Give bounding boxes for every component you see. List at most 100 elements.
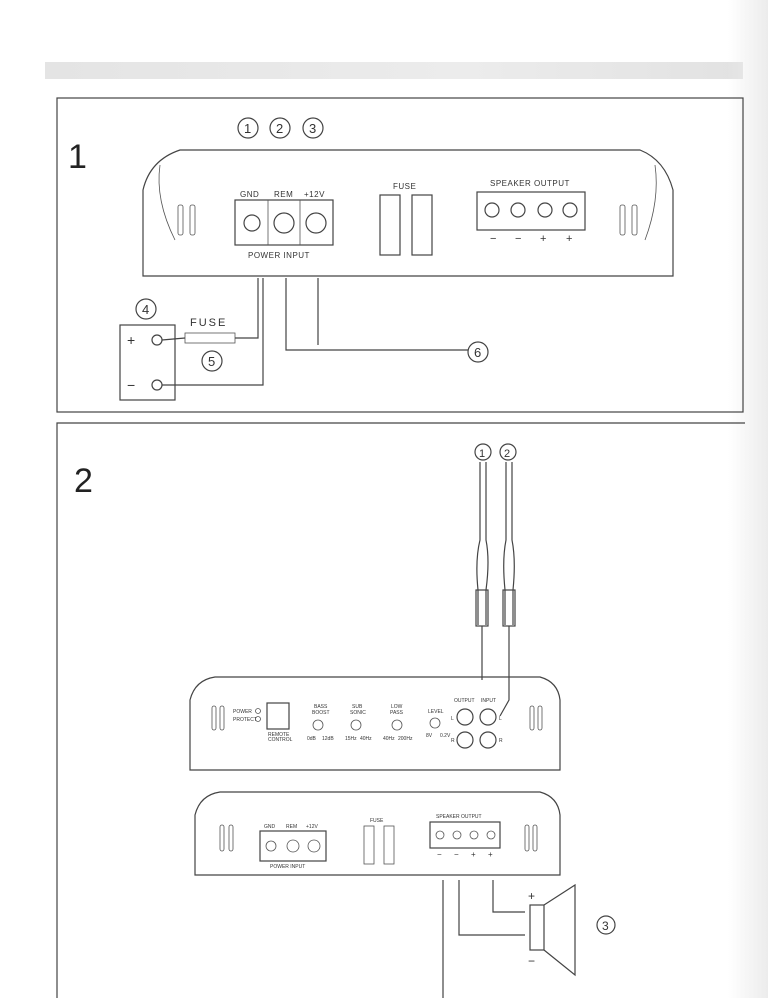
diagram-label: INPUT: [481, 698, 496, 704]
diagram-label: OUTPUT: [454, 698, 475, 704]
diagram-line: [151, 379, 163, 391]
diagram-line: [524, 824, 530, 852]
panel-1-frame: [56, 97, 744, 413]
diagram-label: REM: [274, 190, 293, 199]
diagram-line: [429, 821, 501, 849]
diagram-label: R: [499, 738, 503, 744]
diagram-label: 2: [276, 121, 283, 136]
diagram-label: −: [437, 850, 442, 859]
diagram-line: [479, 708, 497, 726]
diagram-line: [486, 830, 496, 840]
diagram-line: [510, 202, 526, 218]
amplifier-2: GND REM +12V POWER INPUT FUSE SPEAKER OU…: [194, 791, 561, 876]
diagram-line: [269, 117, 291, 139]
diagram-label: 1: [244, 121, 251, 136]
diagram-line: [211, 705, 217, 731]
step-number: 1: [68, 138, 87, 176]
diagram-label: −: [127, 377, 135, 393]
diagram-label: +: [471, 850, 476, 859]
diagram-label: BOOST: [312, 710, 330, 716]
diagram-line: [543, 883, 576, 977]
diagram-line: [474, 443, 492, 461]
diagram-label: FUSE: [393, 182, 416, 191]
diagram-line: [158, 164, 176, 241]
diagram-line: [537, 202, 553, 218]
diagram-label: GND: [240, 190, 259, 199]
diagram-line: [189, 204, 196, 236]
diagram-line: [273, 212, 295, 234]
diagram-label: +12V: [306, 824, 318, 830]
diagram-label: −: [528, 954, 535, 968]
diagram-line: [644, 164, 657, 241]
fuse-holder: [379, 194, 401, 256]
diagram-line: [383, 825, 395, 865]
diagram-label: 6: [474, 345, 481, 360]
diagram-line: [219, 824, 225, 852]
power-input-block: [234, 199, 334, 246]
diagram-line: [469, 830, 479, 840]
diagram-line: [529, 904, 545, 951]
diagram-line: [529, 705, 535, 731]
diagram-line: [631, 204, 638, 236]
diagram-line: [265, 840, 277, 852]
diagram-line: [305, 212, 327, 234]
diagram-line: [456, 708, 474, 726]
diagram-line: [596, 915, 616, 935]
diagram-label: PASS: [390, 710, 404, 716]
diagram-line: [476, 462, 489, 625]
diagram-line: [537, 705, 543, 731]
speaker: + − 3: [442, 880, 616, 998]
diagram-line: [411, 194, 433, 256]
diagram-line: [484, 202, 500, 218]
diagram-label: GND: [264, 824, 276, 830]
diagram-label: PROTECT: [233, 717, 257, 723]
diagram-label: +: [127, 332, 135, 348]
diagram-line: [255, 716, 261, 722]
diagram-line: [151, 334, 163, 346]
remote-control-port: [266, 702, 290, 730]
diagram-line: [467, 341, 489, 363]
diagram-label: 15Hz: [345, 736, 357, 742]
diagram-line: [119, 324, 176, 401]
diagram-line: [259, 830, 327, 862]
diagram-label: SUB: [352, 704, 363, 710]
diagram-line: [184, 332, 236, 344]
diagram-line: [435, 830, 445, 840]
diagram-line: [307, 839, 321, 853]
header-band: [45, 62, 743, 79]
diagram-line: [302, 117, 324, 139]
diagram-line: [189, 676, 561, 771]
diagram-line: [177, 204, 184, 236]
diagram-label: +: [566, 233, 572, 245]
diagram-label: +: [488, 850, 493, 859]
diagram-label: 200Hz: [398, 736, 413, 742]
diagram-label: L: [451, 716, 454, 722]
diagram-label: −: [515, 233, 521, 245]
diagram-line: [161, 278, 468, 386]
diagram-line: [255, 708, 261, 714]
diagram-label: POWER: [233, 709, 252, 715]
diagram-label: 40Hz: [360, 736, 372, 742]
diagram-line: [456, 731, 474, 749]
diagram-line: [532, 824, 538, 852]
diagram-label: 40Hz: [383, 736, 395, 742]
diagram-line: [363, 825, 375, 865]
diagram-label: REM: [286, 824, 297, 830]
diagram-line: [503, 462, 515, 625]
diagram-line: [243, 214, 261, 232]
diagram-line: [481, 626, 510, 717]
diagram-line: [619, 204, 626, 236]
diagram-line: [142, 149, 674, 277]
diagram-label: POWER INPUT: [270, 864, 305, 870]
diagram-line: [194, 791, 561, 876]
bass-boost-knob: [312, 719, 324, 731]
diagram-label: 0dB: [307, 736, 317, 742]
callouts-top: 1 2 3: [237, 117, 324, 139]
rca-cables: 1 2: [474, 443, 517, 717]
diagram-label: 0.2V: [440, 733, 451, 739]
diagram-label: SPEAKER OUTPUT: [490, 179, 570, 188]
diagram-label: 3: [602, 919, 609, 933]
diagram-line: [219, 705, 225, 731]
speaker-output-block: [476, 191, 586, 231]
